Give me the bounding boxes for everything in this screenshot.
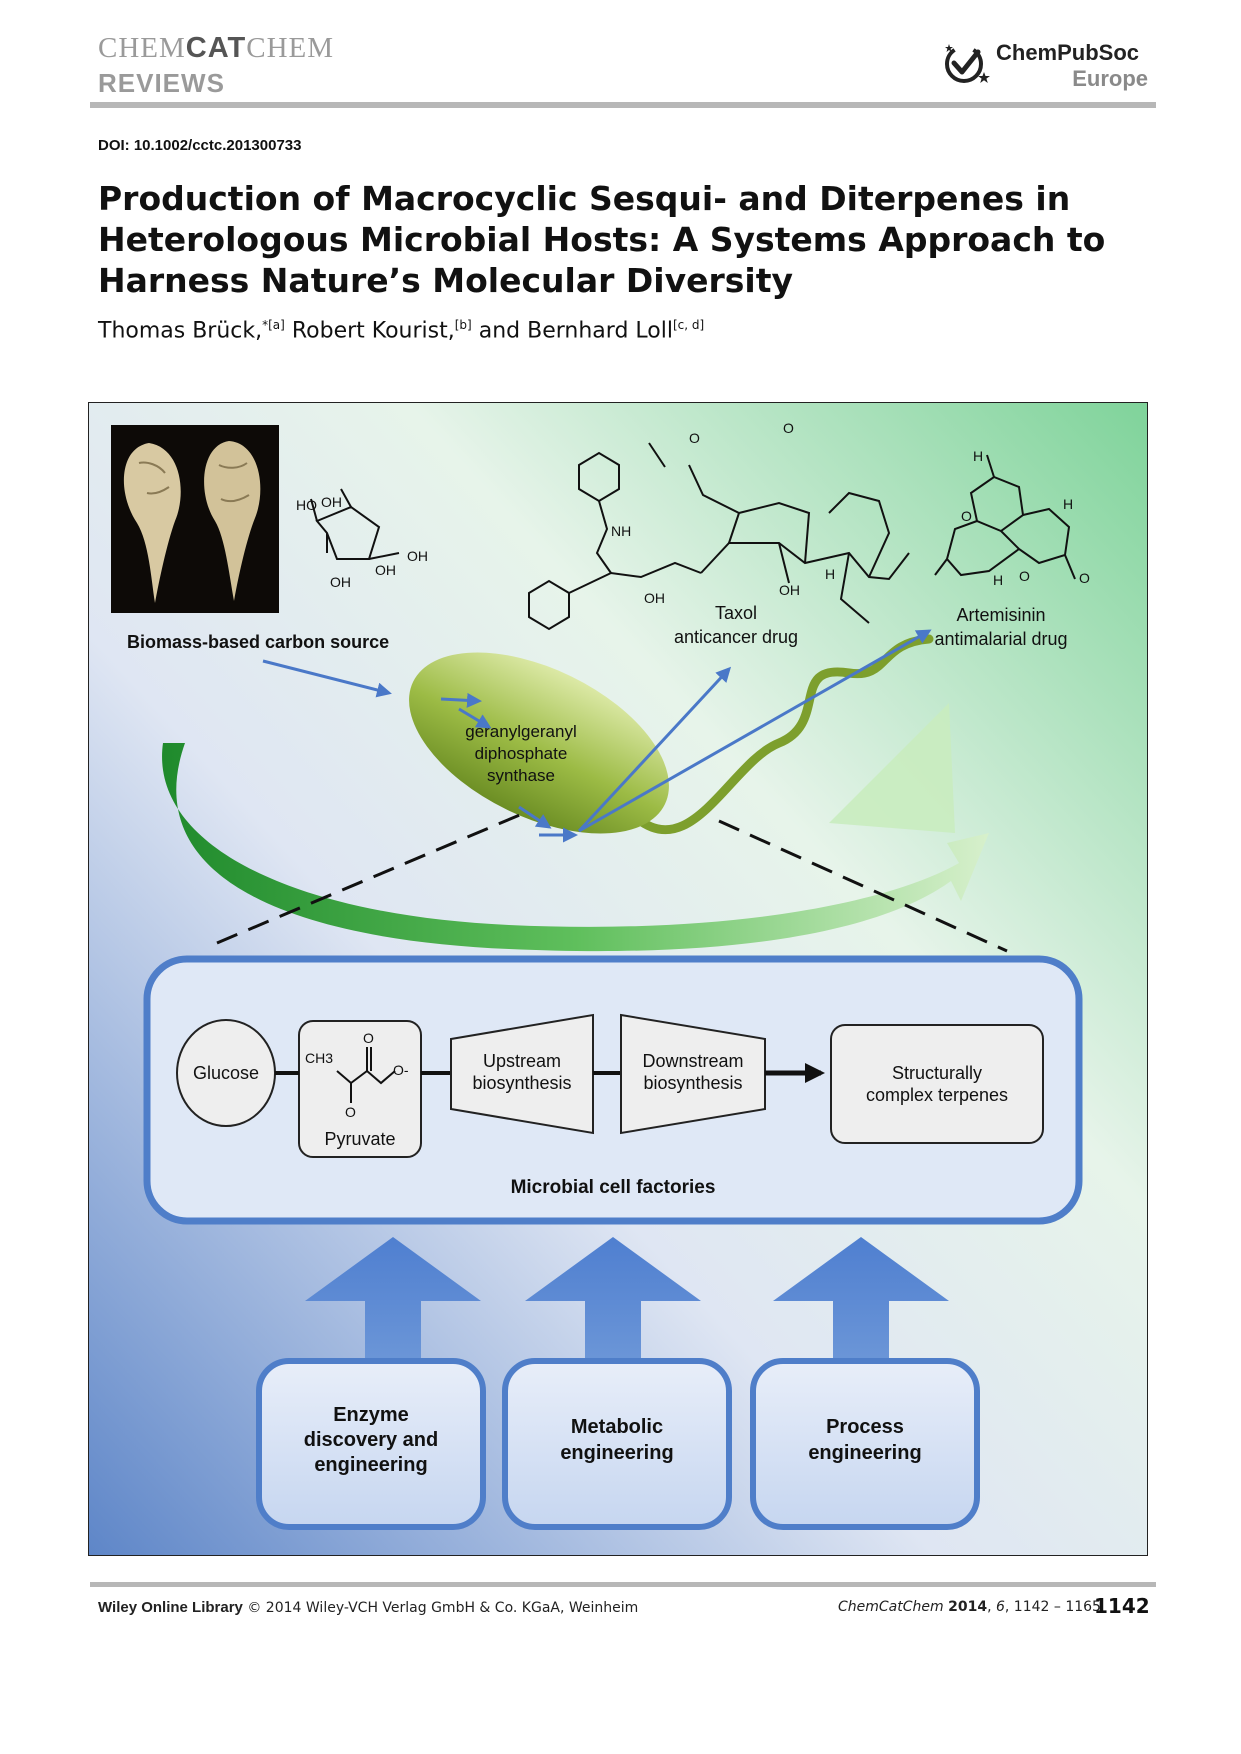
artemisinin-label: H	[1063, 496, 1073, 512]
upstream-label: Upstream	[483, 1051, 561, 1071]
up-arrow	[773, 1237, 949, 1373]
pillar-label: Process	[826, 1416, 904, 1438]
article-title: Production of Macrocyclic Sesqui- and Di…	[98, 179, 1106, 300]
publisher-logo: ChemPubSoc Europe	[940, 36, 1150, 96]
cell-factory-title: Microbial cell factories	[511, 1177, 716, 1198]
glucose-structure	[310, 488, 400, 560]
author-affiliation-mark: [b]	[454, 318, 472, 332]
taxol-structure	[528, 442, 910, 631]
enzyme-label-line: diphosphate	[475, 744, 568, 763]
taxol-label: OH	[779, 582, 800, 598]
sugar-label: HO	[296, 497, 317, 513]
page-number: 1142	[1094, 1594, 1150, 1618]
upstream-label: biosynthesis	[472, 1073, 571, 1093]
upstream-block	[450, 1013, 594, 1135]
journal-name: CHEMCATCHEM	[98, 32, 335, 64]
citation: ChemCatChem 2014, 6, 1142 – 1165	[838, 1599, 1101, 1615]
downstream-label: Downstream	[642, 1051, 743, 1071]
pillar-label: engineering	[314, 1454, 427, 1476]
pyruvate-structure	[336, 1047, 396, 1103]
pyruvate-label: Pyruvate	[324, 1129, 395, 1149]
artemisinin-label: H	[973, 448, 983, 464]
pillar-label: discovery and	[304, 1429, 439, 1451]
taxol-label: H	[825, 566, 835, 582]
sugar-beet-photo	[111, 425, 279, 613]
header-rule	[90, 102, 1156, 108]
publisher-name: ChemPubSoc	[996, 40, 1140, 65]
sugar-label: OH	[407, 548, 428, 564]
publisher-region: Europe	[1072, 66, 1148, 91]
author-affiliation-mark: *[a]	[262, 318, 285, 332]
downstream-block	[620, 1013, 766, 1135]
author-joiner: and	[478, 318, 521, 344]
footer-rule	[90, 1582, 1156, 1587]
wiley-online-library-link[interactable]: Wiley Online Library	[98, 1599, 243, 1616]
pathway-step-arrow	[440, 692, 482, 708]
taxol-label: O	[689, 430, 700, 446]
pillar-label: Metabolic	[571, 1416, 663, 1438]
author-name: Bernhard Loll	[527, 318, 673, 344]
page-range: , 1142 – 1165	[1004, 1599, 1101, 1615]
artemisinin-use: antimalarial drug	[934, 629, 1067, 649]
glucose-label: Glucose	[193, 1063, 259, 1083]
doi[interactable]: DOI: 10.1002/cctc.201300733	[98, 137, 302, 154]
flagellum	[624, 634, 934, 835]
graphical-abstract-figure: HO OH OH OH OH NH OH OH O O H	[88, 402, 1148, 1556]
terpene-product-node	[830, 1024, 1044, 1144]
pillar-label: engineering	[808, 1442, 921, 1464]
sugar-label: OH	[375, 562, 396, 578]
pyruvate-atom: O	[345, 1104, 356, 1120]
enzyme-label-line: geranylgeranyl	[465, 722, 577, 741]
process-engineering-box	[750, 1358, 980, 1530]
metabolic-engineering-box	[502, 1358, 732, 1530]
sweep-arrow	[162, 703, 989, 952]
taxol-label: OH	[644, 590, 665, 606]
pyruvate-atom: O	[363, 1030, 374, 1046]
artemisinin-product-arrow	[578, 629, 932, 833]
artemisinin-structure	[934, 454, 1076, 580]
biomass-arrow	[262, 659, 392, 698]
journal-title: ChemCatChem	[838, 1599, 944, 1615]
artemisinin-label: O	[1079, 570, 1090, 586]
author-name: Robert Kourist,	[291, 318, 455, 344]
author-name: Thomas Brück,	[98, 318, 263, 344]
footer-publisher: Wiley Online Library © 2014 Wiley-VCH Ve…	[98, 1599, 638, 1616]
taxol-use: anticancer drug	[674, 627, 798, 647]
pathway-step-arrow	[518, 805, 552, 829]
pillar-label: Enzyme	[333, 1404, 409, 1426]
terpene-product-label: Structurally	[892, 1063, 982, 1083]
artemisinin-label: O	[961, 508, 972, 524]
artemisinin-label: H	[993, 572, 1003, 588]
downstream-label: biosynthesis	[643, 1073, 742, 1093]
pillar-label: engineering	[560, 1442, 673, 1464]
pyruvate-formula: CH3	[305, 1050, 333, 1066]
year: 2014	[948, 1599, 988, 1615]
terpene-product-label: complex terpenes	[866, 1085, 1008, 1105]
enzyme-engineering-box	[256, 1358, 486, 1530]
pyruvate-charge: O-	[393, 1062, 409, 1078]
up-arrow	[305, 1237, 481, 1373]
author-affiliation-mark: [c, d]	[672, 318, 705, 332]
biomass-label: Biomass-based carbon source	[127, 632, 389, 652]
taxol-name: Taxol	[715, 603, 757, 623]
taxol-label: NH	[611, 523, 631, 539]
volume: 6	[995, 1599, 1005, 1615]
sugar-label: OH	[321, 494, 342, 510]
enzyme-label-line: synthase	[487, 766, 555, 785]
taxol-product-arrow	[577, 666, 732, 833]
zoom-guide-line	[216, 809, 530, 945]
zoom-guide-line	[718, 819, 1008, 953]
up-arrow	[525, 1237, 701, 1373]
taxol-label: O	[783, 420, 794, 436]
copyright-notice: © 2014 Wiley-VCH Verlag GmbH & Co. KGaA,…	[247, 1600, 639, 1616]
artemisinin-name: Artemisinin	[956, 605, 1045, 625]
author-list: Thomas Brück,*[a] Robert Kourist,[b] and…	[98, 318, 704, 343]
chempubsoc-star-icon	[945, 44, 990, 83]
artemisinin-label: O	[1019, 568, 1030, 584]
pathway-step-arrow	[458, 707, 492, 729]
sugar-label: OH	[330, 574, 351, 590]
pyruvate-node	[298, 1020, 422, 1158]
section-label: REVIEWS	[98, 68, 225, 98]
